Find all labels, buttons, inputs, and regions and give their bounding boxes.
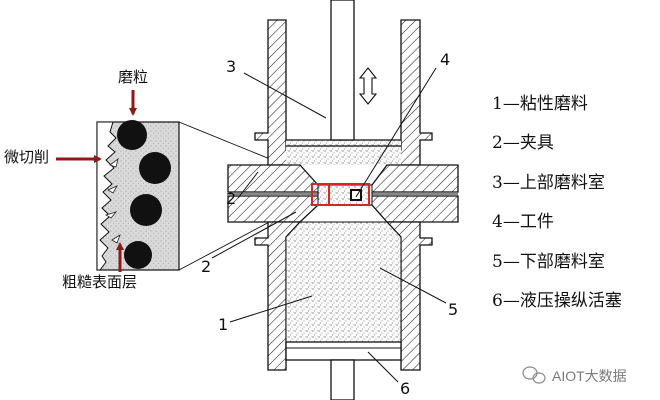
motion-double-arrow [358,67,378,105]
abrasive-grain-label: 磨粒 [118,68,148,86]
legend-item-3: 3—上部磨料室 [492,173,605,193]
abrasive-grain-4 [124,241,152,269]
leader-lines [211,67,447,383]
legend-item-2: 2—夹具 [492,133,554,153]
part-number-2-upper: 2 [226,189,236,208]
fixture-top [227,164,459,193]
wechat-icon [522,366,546,384]
part-number-6: 6 [400,379,410,398]
part-number-1: 1 [218,315,228,334]
lower-abrasive-chamber [285,221,402,343]
upper-abrasive-chamber [286,140,401,165]
upper-piston-rod [330,0,355,141]
watermark: AIOT大数据 [522,366,627,384]
legend-item-4: 4—工件 [492,212,554,232]
legend-item-1: 1—粘性磨料 [492,94,588,114]
watermark-text: AIOT大数据 [552,368,627,384]
lower-piston-rod [330,359,355,400]
legend: 1—粘性磨料 2—夹具 3—上部磨料室 4—工件 5—下部磨料室 6—液压操纵活… [492,94,622,311]
legend-item-5: 5—下部磨料室 [492,252,605,272]
hydraulic-piston [285,341,402,361]
micro-cutting-label: 微切削 [4,148,49,166]
part-number-3: 3 [226,57,236,76]
abrasive-grain-2 [139,152,171,184]
rough-surface-label: 粗糙表面层 [62,273,137,291]
workpiece-channel [317,184,373,206]
abrasive-grain-1 [117,120,147,150]
part-number-5: 5 [448,300,458,319]
abrasive-grain-3 [130,194,162,226]
machine-cross-section [227,0,459,400]
part-number-4: 4 [440,50,450,69]
upper-chamber-wall-left [254,19,302,166]
highlight-workpiece [328,183,370,206]
workpiece [350,189,362,201]
legend-item-6: 6—液压操纵活塞 [492,291,622,311]
inset-magnified-view [96,120,293,271]
micro-chips [105,158,121,244]
part-number-2-lower: 2 [201,257,211,276]
